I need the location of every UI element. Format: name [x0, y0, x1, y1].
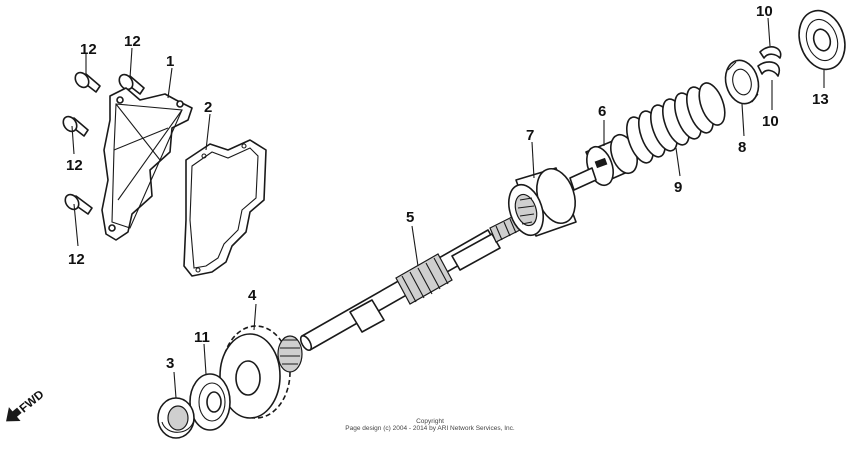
bolt-part-12-b: [118, 73, 145, 95]
fwd-direction-marker: FWD: [6, 387, 47, 422]
callout-13: 13: [812, 91, 829, 108]
callout-12-top: 12: [124, 33, 141, 50]
callout-12-top-left: 12: [80, 41, 97, 58]
gear-part-4: [219, 325, 303, 419]
callout-3: 3: [166, 355, 174, 372]
bearing-part-11: [189, 373, 231, 431]
callout-5: 5: [406, 209, 414, 226]
callout-11: 11: [194, 329, 210, 346]
circlip-part-10-top: [759, 46, 782, 59]
callout-8: 8: [738, 139, 746, 156]
spring-part-9: [626, 82, 726, 164]
callout-4: 4: [248, 287, 257, 304]
callout-12-middle: 12: [66, 157, 83, 174]
washer-part-8: [724, 59, 760, 105]
mainshaft-part-5: [299, 215, 521, 352]
fwd-label: FWD: [17, 387, 47, 416]
circlip-part-10-bottom: [757, 61, 781, 77]
callout-7: 7: [526, 127, 534, 144]
copyright-line-2: Page design (c) 2004 - 2014 by ARI Netwo…: [345, 425, 515, 432]
hub-sleeve-part-7: [507, 167, 577, 237]
bearing-part-13: [798, 9, 846, 71]
callout-12-bottom: 12: [68, 251, 85, 268]
callout-10-bottom: 10: [762, 113, 779, 130]
copyright-line-1: Copyright: [416, 418, 444, 425]
callout-1: 1: [166, 53, 174, 70]
cap-plug-part-3: [157, 397, 195, 439]
bolt-part-12-a: [74, 71, 101, 93]
cover-plate-part-1: [101, 87, 193, 241]
callout-2: 2: [204, 99, 212, 116]
callout-10-top: 10: [756, 3, 773, 20]
bolt-part-12-d: [64, 193, 93, 215]
bolt-part-12-c: [62, 115, 89, 137]
callout-6: 6: [598, 103, 606, 120]
callout-9: 9: [674, 179, 682, 196]
arrow-icon: [6, 407, 22, 422]
gasket-part-2: [183, 139, 267, 277]
